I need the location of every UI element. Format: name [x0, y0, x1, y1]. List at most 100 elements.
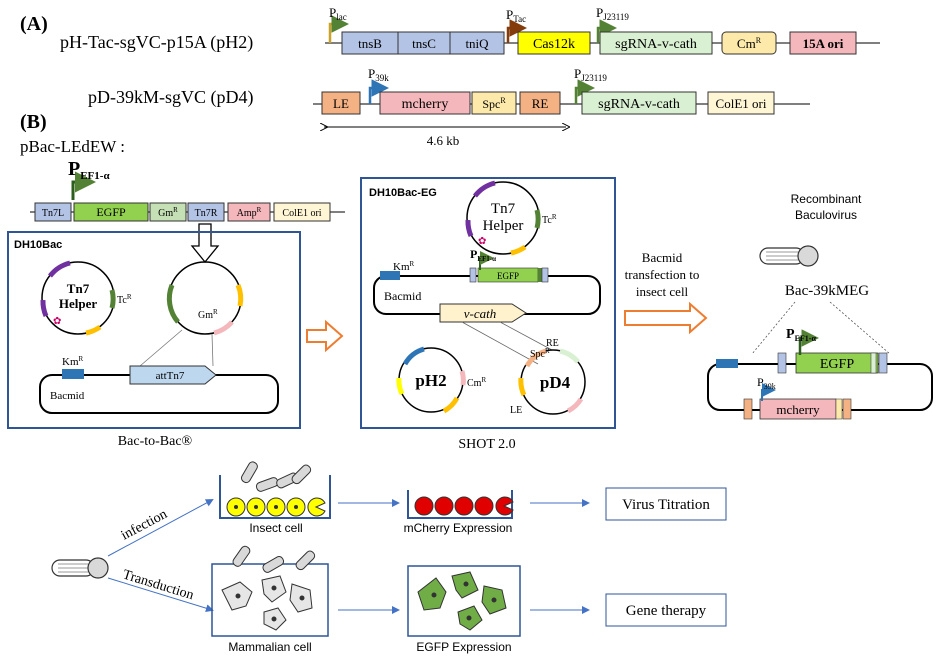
ph2-circle-label: pH2: [415, 371, 446, 390]
re-element-virus: [842, 398, 852, 420]
mammalian-cells: [221, 575, 313, 631]
pd4-circle-mcherry: [566, 397, 584, 414]
length-label: 4.6 kb: [427, 133, 460, 148]
egfp-expression-box: [407, 565, 521, 637]
pbac-circle-egfp: [166, 284, 180, 324]
gm-label-circle: GmR: [198, 308, 218, 321]
cm-label-eg: CmR: [467, 376, 486, 389]
shot-caption: SHOT 2.0: [458, 437, 515, 452]
pd4-circle-label: pD4: [540, 373, 571, 392]
virus-particles-insect: [240, 461, 312, 492]
le-label-eg: LE: [510, 405, 522, 416]
egfp-expression-label: EGFP Expression: [416, 640, 511, 654]
ptac-promoter-arrow: [506, 19, 527, 43]
p39k-arrow-virus: [761, 383, 776, 401]
pef1a-promoter-arrow: [71, 171, 96, 200]
virus-particles-mammalian: [232, 545, 316, 573]
mcherry-label-virus: mcherry: [776, 402, 820, 417]
p15a-ori-label: 15A ori: [803, 36, 844, 51]
bacmid-label-eg: Bacmid: [384, 289, 421, 303]
km-gene-virus: [716, 359, 738, 368]
insertion-line-2: [211, 333, 214, 367]
bac-39kmeg-label: Bac-39kMEG: [785, 283, 869, 299]
cas12k-label: Cas12k: [533, 37, 575, 52]
orange-arrow-1: [306, 319, 344, 353]
tn7-label-eg: Tn7: [491, 201, 516, 217]
dh10bac-eg-frame: [360, 177, 616, 429]
atttn7-label: attTn7: [156, 370, 185, 382]
gene-therapy-label: Gene therapy: [626, 603, 707, 619]
tn7-helper-segment-eg-2: [465, 219, 474, 238]
cas12k-gene: [517, 31, 591, 55]
sgrna-gene-pd4: [581, 91, 697, 115]
insertion-line-1: [139, 329, 183, 367]
mcherry-tray: [407, 490, 513, 519]
tniq-label: tniQ: [465, 36, 489, 51]
cm-label-ph2: CmR: [737, 36, 762, 51]
sgrna-label-ph2: sgRNA-v-cath: [615, 37, 697, 52]
pj23119-label-ph2: PJ23119: [596, 5, 629, 22]
re-element: [519, 91, 561, 115]
pef1a-label-virus: PEF1-α: [786, 327, 816, 343]
km-label-dh10bac: KmR: [62, 355, 84, 368]
tc-segment: [109, 289, 116, 309]
cole1-ori-label-pd4: ColE1 ori: [716, 96, 767, 111]
gm-gene-virus: [870, 352, 877, 374]
vcath-element: [439, 303, 527, 323]
cole1-ori-pbac: [273, 202, 331, 222]
pj23119-promoter-arrow-pd4: [574, 79, 595, 104]
km-gene-dh10bac: [62, 369, 84, 379]
re-label: RE: [532, 96, 549, 111]
tc-segment-eg: [534, 209, 541, 229]
spc-gene-virus: [835, 398, 843, 420]
pd4-circle-sgrna: [559, 348, 580, 364]
pbac-circle-ori: [235, 284, 244, 307]
infection-label: infection: [119, 507, 170, 544]
orange-arrow-2: [624, 301, 708, 335]
recombinant-label: Recombinant: [791, 192, 862, 206]
ori-segment-eg: [510, 244, 527, 256]
egfp-label-eg: EGFP: [497, 271, 519, 281]
ph2-circle-cas12k: [396, 377, 405, 396]
pef1a-arrow-virus: [798, 329, 819, 355]
spc-gene: [471, 91, 517, 115]
atttn7-site: [129, 365, 217, 385]
egfp-label-pbac: EGFP: [96, 205, 126, 219]
mcherry-expression-label: mCherry Expression: [404, 521, 513, 535]
tn7r-element: [187, 202, 225, 222]
mammalian-cell-label: Mammalian cell: [228, 640, 311, 654]
tn7l-label: Tn7L: [42, 208, 64, 219]
sgrna-label-pd4: sgRNA-v-cath: [598, 97, 680, 112]
p39k-label-virus: P39k: [757, 375, 776, 391]
gm-label-pbac: GmR: [158, 206, 178, 219]
gm-gene-eg: [538, 268, 542, 282]
tniq-gene: [449, 31, 505, 55]
transfection-line-2: transfection to: [625, 267, 700, 282]
insect-cell-tray: [219, 475, 331, 519]
cole1-ori-label-pbac: ColE1 ori: [282, 208, 321, 219]
mcherry-label: mcherry: [402, 97, 449, 112]
pd4-circle-re: [524, 348, 547, 368]
tn7-site-right-eg: [541, 267, 549, 283]
egfp-gene-pbac: [73, 202, 149, 222]
pef1a-label: PEF1-α: [68, 158, 110, 182]
virus-titration-label: Virus Titration: [622, 497, 710, 513]
spc-label: SpcR: [482, 96, 506, 111]
egfp-cells: [417, 571, 507, 631]
tnsb-label: tnsB: [358, 36, 382, 51]
transfection-line-1: Bacmid: [642, 250, 683, 265]
tnsc-label: tnsC: [412, 36, 436, 51]
p15a-ori: [789, 31, 857, 55]
gm-gene-pbac: [149, 202, 187, 222]
ph2-name: pH-Tac-sgVC-p15A (pH2): [60, 32, 253, 53]
virus-titration-box: [605, 487, 727, 521]
pef1a-arrow-eg: [479, 251, 494, 270]
pbac-name: pBac-LEdEW :: [20, 137, 125, 156]
plac-promoter-arrow: [328, 15, 349, 43]
cm-gene-ph2: [721, 31, 777, 55]
p39k-promoter-arrow: [368, 79, 389, 104]
ptac-label: PTac: [506, 7, 526, 24]
tn7-helper-segment-2: [40, 299, 49, 318]
transduction-arrow: [107, 577, 214, 613]
baculovirus-icon: [759, 245, 819, 267]
